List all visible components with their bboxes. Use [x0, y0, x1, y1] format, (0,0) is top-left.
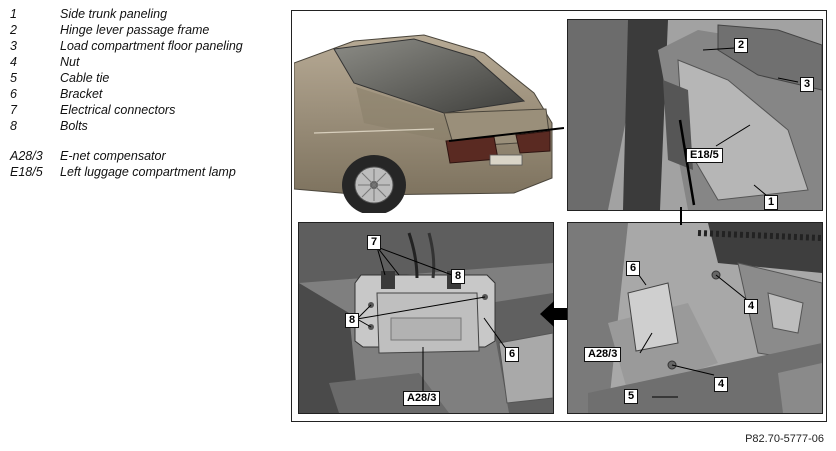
car-illustration [294, 34, 564, 213]
callout-5: 5 [624, 389, 639, 404]
illustration-frame: 2 3 E18/5 1 [291, 10, 827, 422]
trunk-interior-illustration [568, 20, 822, 210]
callout-3: 3 [800, 77, 815, 92]
callout-4-lower: 4 [714, 377, 729, 392]
reference-code: P82.70-5777-06 [745, 433, 824, 445]
callout-7: 7 [367, 235, 382, 250]
callout-e18-5: E18/5 [686, 148, 723, 163]
callout-8-left: 8 [345, 313, 360, 328]
arrow-left-icon [540, 301, 570, 327]
module-closeup-photo: 7 8 8 6 A28/3 [298, 222, 554, 414]
bracket-closeup-illustration [568, 223, 822, 413]
callout-6: 6 [505, 347, 520, 362]
callout-a28-3: A28/3 [403, 391, 441, 406]
module-closeup-illustration [299, 223, 553, 413]
callout-a28-3: A28/3 [584, 347, 622, 362]
connector-line [680, 207, 682, 225]
callout-8-top: 8 [451, 269, 466, 284]
car-rear-view [294, 13, 564, 213]
callout-6: 6 [626, 261, 641, 276]
bracket-closeup-photo: 6 4 A28/3 4 5 [567, 222, 823, 414]
callout-4-upper: 4 [744, 299, 759, 314]
callout-1: 1 [764, 195, 779, 210]
trunk-interior-photo: 2 3 E18/5 1 [567, 19, 823, 211]
callout-2: 2 [734, 38, 749, 53]
